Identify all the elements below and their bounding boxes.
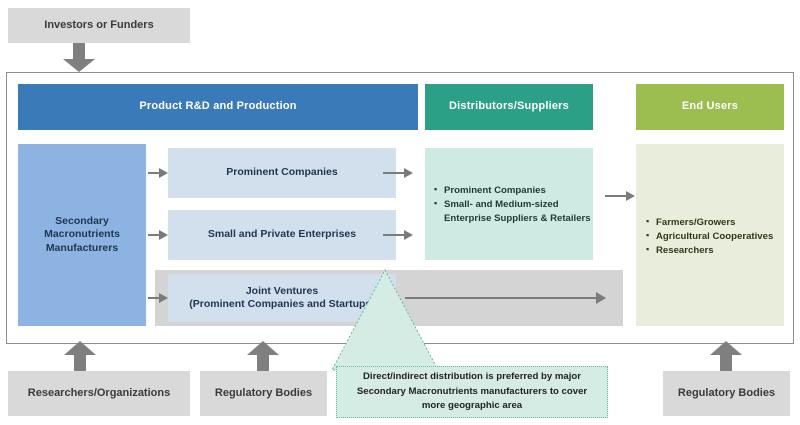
arrow-small-private-to-distributors <box>383 230 413 240</box>
list-item: Agricultural Cooperatives <box>646 229 784 244</box>
arrow-distributors-to-end-users <box>605 191 635 201</box>
regulatory-bodies-left-up-arrow <box>246 341 280 373</box>
node-small-private-enterprises-label: Small and Private Enterprises <box>207 228 357 241</box>
column-header-end-users: End Users <box>636 84 784 130</box>
regulatory-bodies-left-label: Regulatory Bodies <box>214 386 313 399</box>
arrow-manufacturers-to-prominent-companies <box>148 168 168 178</box>
distribution-callout-text: Direct/indirect distribution is preferre… <box>356 371 588 412</box>
column-header-product-rnd: Product R&D and Production <box>18 84 418 130</box>
column-header-product-rnd-label: Product R&D and Production <box>139 100 297 113</box>
column-header-end-users-label: End Users <box>681 100 739 113</box>
investors-or-funders-label: Investors or Funders <box>44 18 154 31</box>
investors-or-funders-box: Investors or Funders <box>8 8 190 43</box>
researchers-organizations-label: Researchers/Organizations <box>27 386 171 399</box>
column-header-distributors-label: Distributors/Suppliers <box>449 100 569 113</box>
end-users-bullet-list: Farmers/Growers Agricultural Cooperative… <box>646 215 784 258</box>
node-prominent-companies-label: Prominent Companies <box>226 166 338 179</box>
regulatory-bodies-right-up-arrow <box>709 341 743 373</box>
researchers-up-arrow <box>63 341 97 373</box>
secondary-macronutrients-manufacturers-box: Secondary Macronutrients Manufacturers <box>18 144 146 326</box>
callout-pointer <box>330 268 440 372</box>
column-header-distributors: Distributors/Suppliers <box>425 84 593 130</box>
arrow-joint-ventures-to-end-users <box>405 292 606 304</box>
regulatory-bodies-right-label: Regulatory Bodies <box>677 386 776 399</box>
arrow-manufacturers-to-small-private <box>148 230 168 240</box>
arrow-manufacturers-to-joint-ventures <box>148 293 168 303</box>
distribution-callout: Direct/indirect distribution is preferre… <box>336 366 608 418</box>
node-prominent-companies: Prominent Companies <box>168 148 396 198</box>
node-small-private-enterprises: Small and Private Enterprises <box>168 210 396 260</box>
list-item: Researchers <box>646 243 784 258</box>
secondary-macronutrients-manufacturers-label: Secondary Macronutrients Manufacturers <box>44 215 120 254</box>
list-item: Farmers/Growers <box>646 215 784 230</box>
distributors-bullet-list: Prominent Companies Small- and Medium-si… <box>434 183 592 226</box>
node-joint-ventures-label: Joint Ventures (Prominent Companies and … <box>189 284 375 310</box>
regulatory-bodies-right-box: Regulatory Bodies <box>663 371 790 416</box>
list-item: Prominent Companies <box>434 183 592 198</box>
investors-down-arrow <box>62 43 96 73</box>
regulatory-bodies-left-box: Regulatory Bodies <box>200 371 327 416</box>
researchers-organizations-box: Researchers/Organizations <box>8 371 190 416</box>
arrow-prominent-companies-to-distributors <box>383 168 413 178</box>
list-item: Small- and Medium-sized Enterprise Suppl… <box>434 197 592 226</box>
node-joint-ventures: Joint Ventures (Prominent Companies and … <box>168 274 396 322</box>
